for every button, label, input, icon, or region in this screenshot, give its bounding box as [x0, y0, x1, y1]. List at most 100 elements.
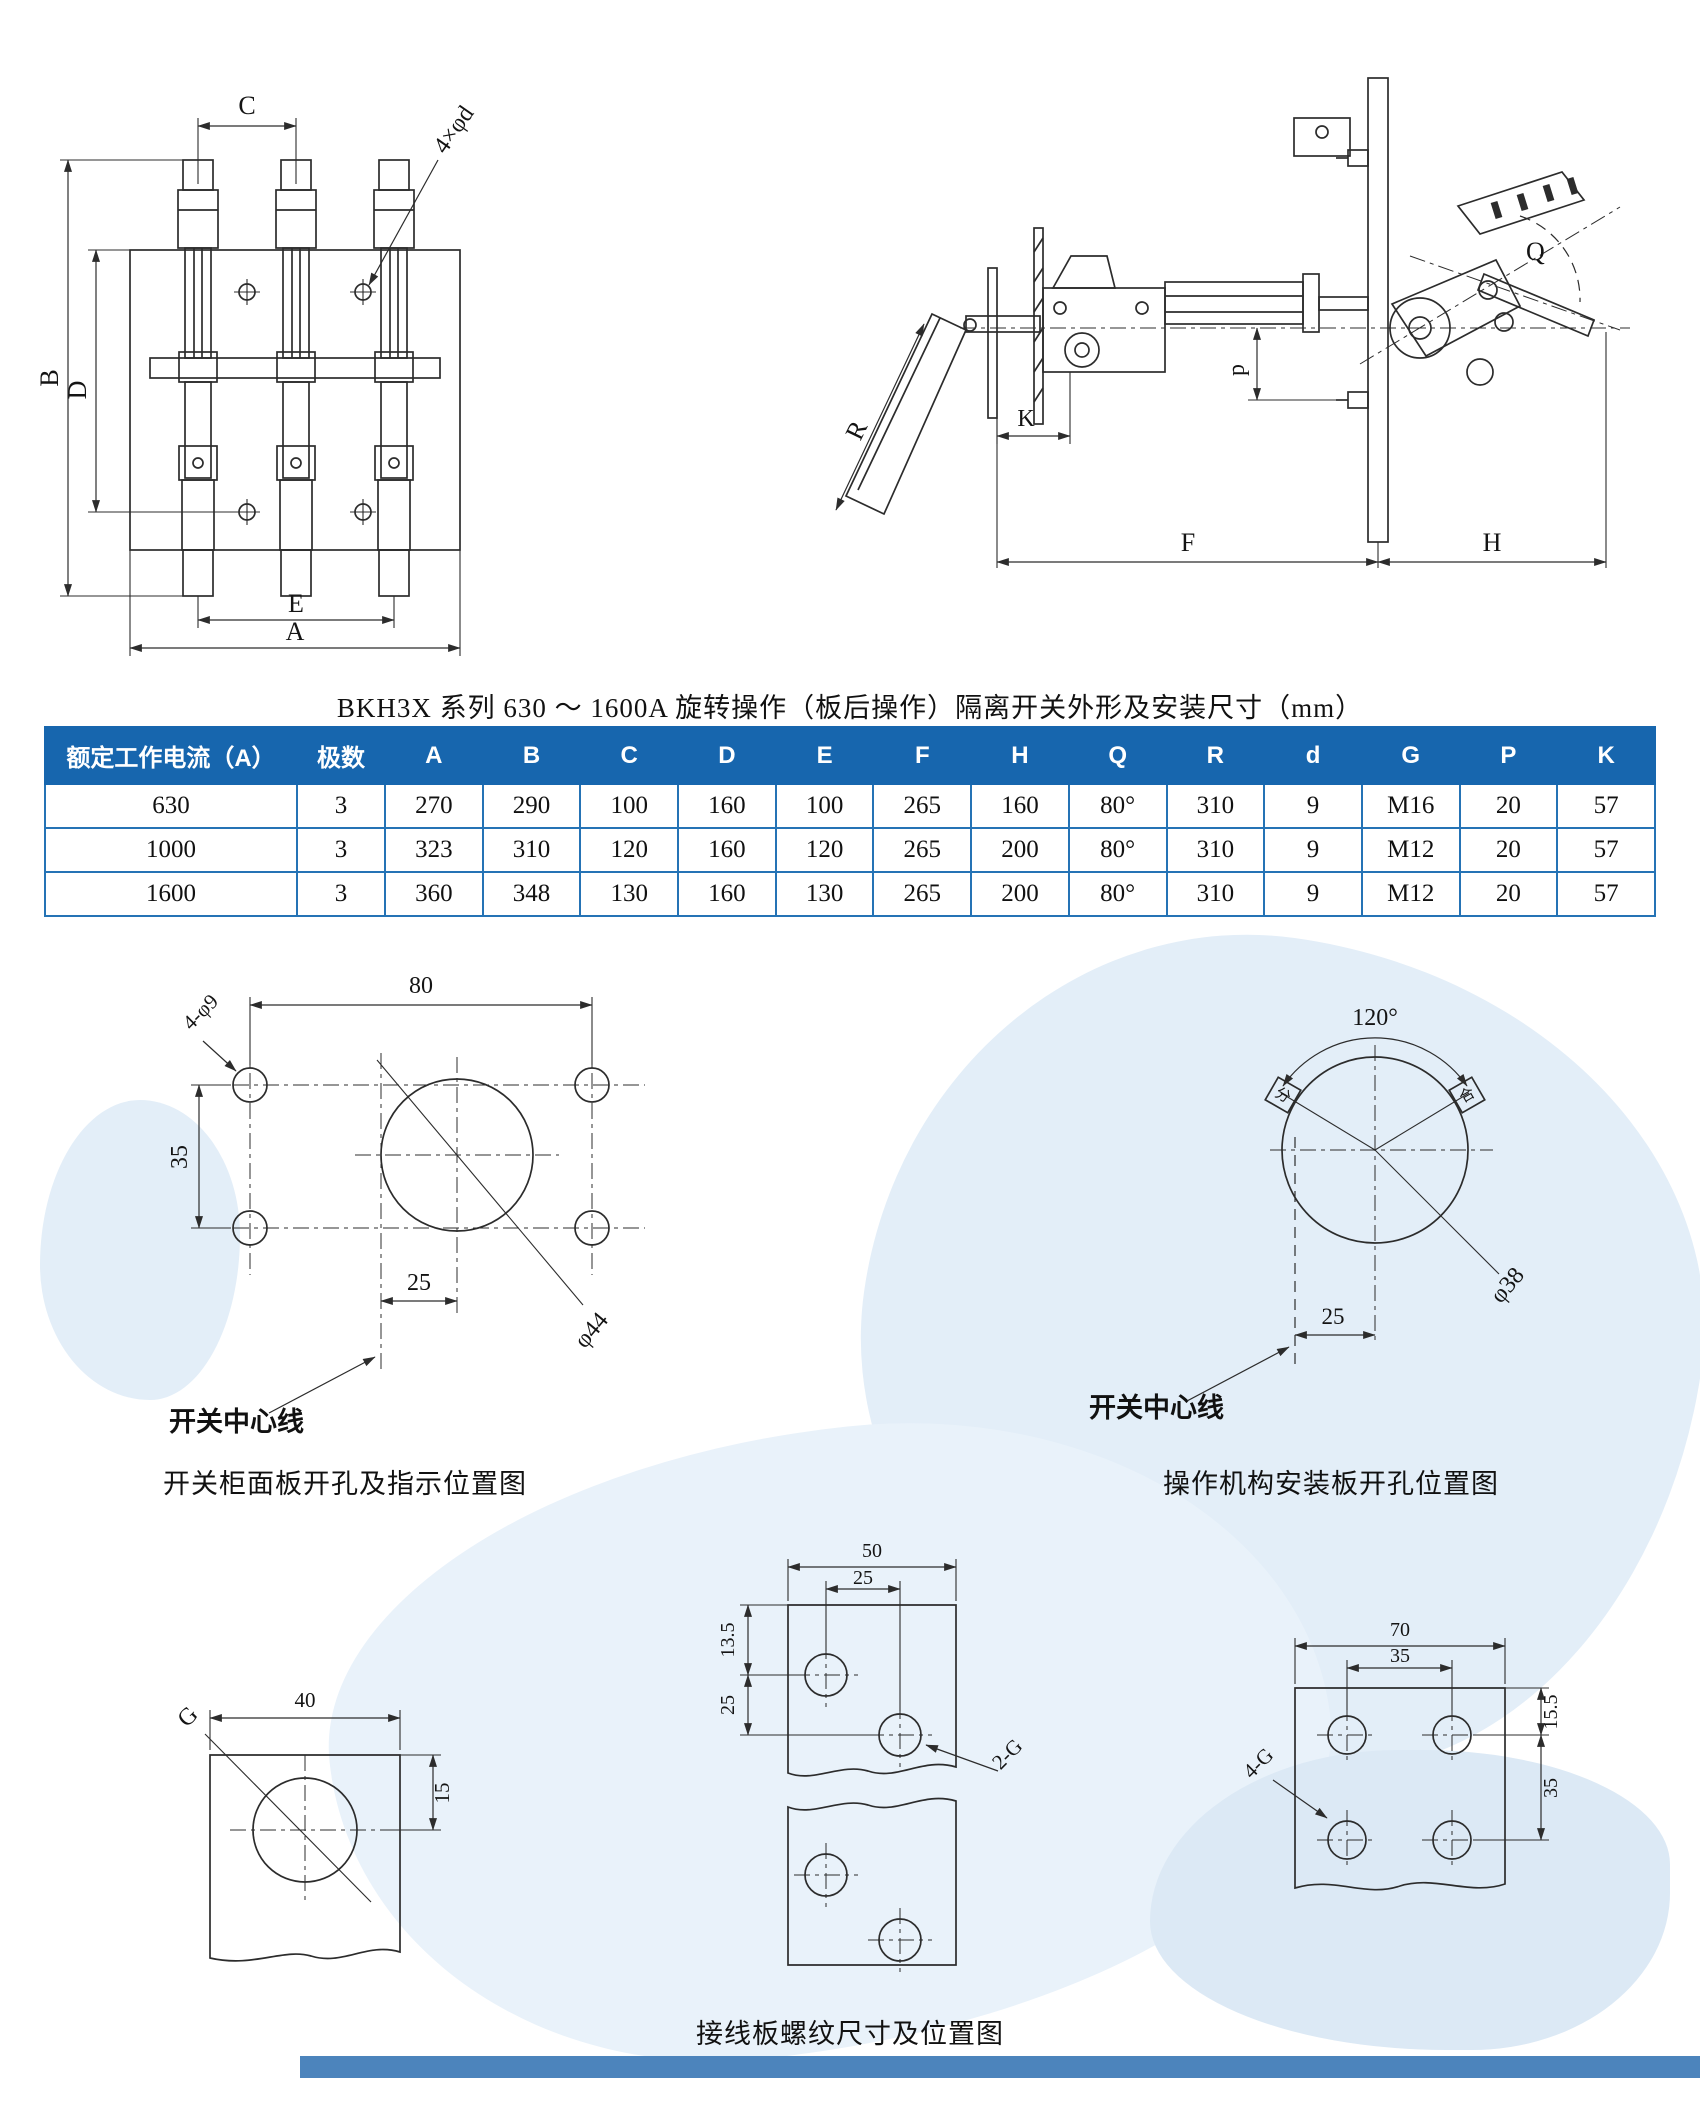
table-cell: 630: [44, 783, 298, 829]
spec-table: 额定工作电流（A） 极数 A B C D E F H Q R d G P K 6…: [44, 726, 1656, 917]
dim-label-p: p: [1224, 364, 1250, 376]
table-cell: M12: [1360, 871, 1461, 917]
dim-label-b: B: [35, 369, 64, 386]
terminal-quad-drawing: 70 35 15.5 35 4-G: [1238, 1619, 1562, 1891]
dim-label-120: 120°: [1352, 1005, 1398, 1031]
dim-label-d44: φ44: [570, 1308, 614, 1354]
table-cell: 360: [384, 871, 484, 917]
table-header-cell: D: [677, 726, 777, 785]
dim-label-25: 25: [1322, 1304, 1345, 1329]
map-watermark-shape: [40, 1100, 240, 1400]
dim-label-40: 40: [295, 1688, 316, 1712]
table-header-cell: 额定工作电流（A）: [44, 726, 298, 785]
table-cell: 120: [774, 827, 875, 873]
table-cell: 160: [970, 783, 1070, 829]
table-cell: 20: [1458, 783, 1559, 829]
footer-band: [300, 2056, 1700, 2078]
table-cell: 310: [1165, 827, 1266, 873]
table-header-cell: d: [1263, 726, 1363, 785]
thread-label-4g: 4-G: [1238, 1743, 1278, 1783]
mechanism-plate-drawing: 分 合 120° φ38 25 开关中心线: [1089, 1005, 1530, 1423]
dim-label-25: 25: [407, 1270, 431, 1296]
table-cell: 310: [1165, 783, 1266, 829]
table-header-cell: H: [970, 726, 1070, 785]
table-header-cell: C: [579, 726, 680, 785]
switch-front-outline: [129, 159, 461, 597]
table-cell: 20: [1458, 827, 1559, 873]
position-label-open: 分: [1272, 1084, 1294, 1106]
table-cell: 310: [1165, 871, 1266, 917]
mechanism-caption: 操作机构安装板开孔位置图: [1163, 1469, 1499, 1499]
mechanism-dimensions: 分 合 120° φ38 25 开关中心线: [1089, 1005, 1530, 1423]
table-cell: 57: [1556, 827, 1656, 873]
dim-label-d38: φ38: [1486, 1263, 1530, 1309]
table-cell: 9: [1263, 827, 1363, 873]
center-line-label: 开关中心线: [1089, 1393, 1224, 1423]
table-row: 1000 3 323 310 120 160 120 265 200 80° 3…: [44, 827, 1656, 873]
table-cell: 1600: [44, 871, 298, 917]
dim-label-35-side: 35: [1540, 1778, 1562, 1798]
table-header-row: 额定工作电流（A） 极数 A B C D E F H Q R d G P K: [44, 726, 1656, 785]
table-cell: 323: [384, 827, 484, 873]
table-cell: 130: [579, 871, 680, 917]
center-line-label: 开关中心线: [169, 1407, 304, 1437]
table-cell: 120: [579, 827, 680, 873]
table-cell: 100: [774, 783, 875, 829]
table-cell: 160: [677, 783, 777, 829]
table-header-cell: E: [774, 726, 875, 785]
dim-label-holes: 4×φd: [429, 101, 480, 158]
table-cell: 3: [296, 827, 386, 873]
table-row: 630 3 270 290 100 160 100 265 160 80° 31…: [44, 783, 1656, 829]
table-cell: 270: [384, 783, 484, 829]
table-cell: 100: [579, 783, 680, 829]
mechanism-centerlines: [1270, 1045, 1493, 1365]
table-cell: 290: [481, 783, 582, 829]
table-row: 1600 3 360 348 130 160 130 265 200 80° 3…: [44, 871, 1656, 917]
panel-cutout-drawing: 80 35 25 4-φ9 φ44 开关中心线: [167, 973, 645, 1437]
terminal-double-outline: [787, 1604, 957, 1972]
terminal-quad-dimensions: 70 35 15.5 35 4-G: [1238, 1619, 1562, 1841]
dim-label-e: E: [288, 589, 304, 618]
table-cell: 130: [774, 871, 875, 917]
dim-label-35-top: 35: [1390, 1645, 1410, 1667]
terminal-single-dimensions: 40 15 G: [173, 1688, 454, 1903]
position-label-close: 合: [1456, 1084, 1478, 1106]
dim-label-25-side: 25: [717, 1695, 739, 1715]
table-cell: 265: [872, 827, 973, 873]
table-header-cell: K: [1556, 726, 1656, 785]
dim-label-r: R: [840, 416, 874, 445]
thread-label-g: G: [173, 1702, 204, 1733]
table-cell: 310: [481, 827, 582, 873]
dim-label-25-top: 25: [853, 1567, 873, 1589]
dim-label-35: 35: [167, 1145, 193, 1169]
table-header-cell: F: [872, 726, 973, 785]
table-header-cell: B: [481, 726, 582, 785]
table-cell: 160: [677, 871, 777, 917]
dim-label-f: F: [1181, 528, 1195, 557]
panel-cutout-centerlines: [203, 1043, 645, 1373]
panel-cutout-holes: [232, 1067, 610, 1246]
table-header-cell: Q: [1067, 726, 1168, 785]
dim-label-h: H: [1483, 528, 1502, 557]
dim-label-13-5: 13.5: [717, 1623, 739, 1658]
dim-label-70: 70: [1390, 1619, 1410, 1641]
table-cell: 3: [296, 783, 386, 829]
table-header-cell: P: [1458, 726, 1559, 785]
table-cell: 265: [872, 783, 973, 829]
dim-label-15-5: 15.5: [1540, 1695, 1562, 1730]
table-cell: 57: [1556, 871, 1656, 917]
dim-label-50: 50: [862, 1540, 882, 1562]
switch-side-outline: [844, 77, 1596, 543]
table-cell: 20: [1458, 871, 1559, 917]
dim-label-4-d9: 4-φ9: [178, 989, 223, 1034]
terminal-single-outline: [209, 1754, 401, 1962]
dim-label-80: 80: [409, 973, 433, 999]
terminal-double-drawing: 50 25 13.5 25 2-G: [717, 1540, 1027, 1972]
dim-label-q: Q: [1526, 237, 1545, 266]
dim-label-a: A: [286, 617, 305, 646]
dim-label-15: 15: [430, 1783, 454, 1804]
table-cell: 80°: [1067, 827, 1168, 873]
table-cell: 265: [872, 871, 973, 917]
table-cell: 9: [1263, 871, 1363, 917]
table-header-cell: A: [384, 726, 484, 785]
